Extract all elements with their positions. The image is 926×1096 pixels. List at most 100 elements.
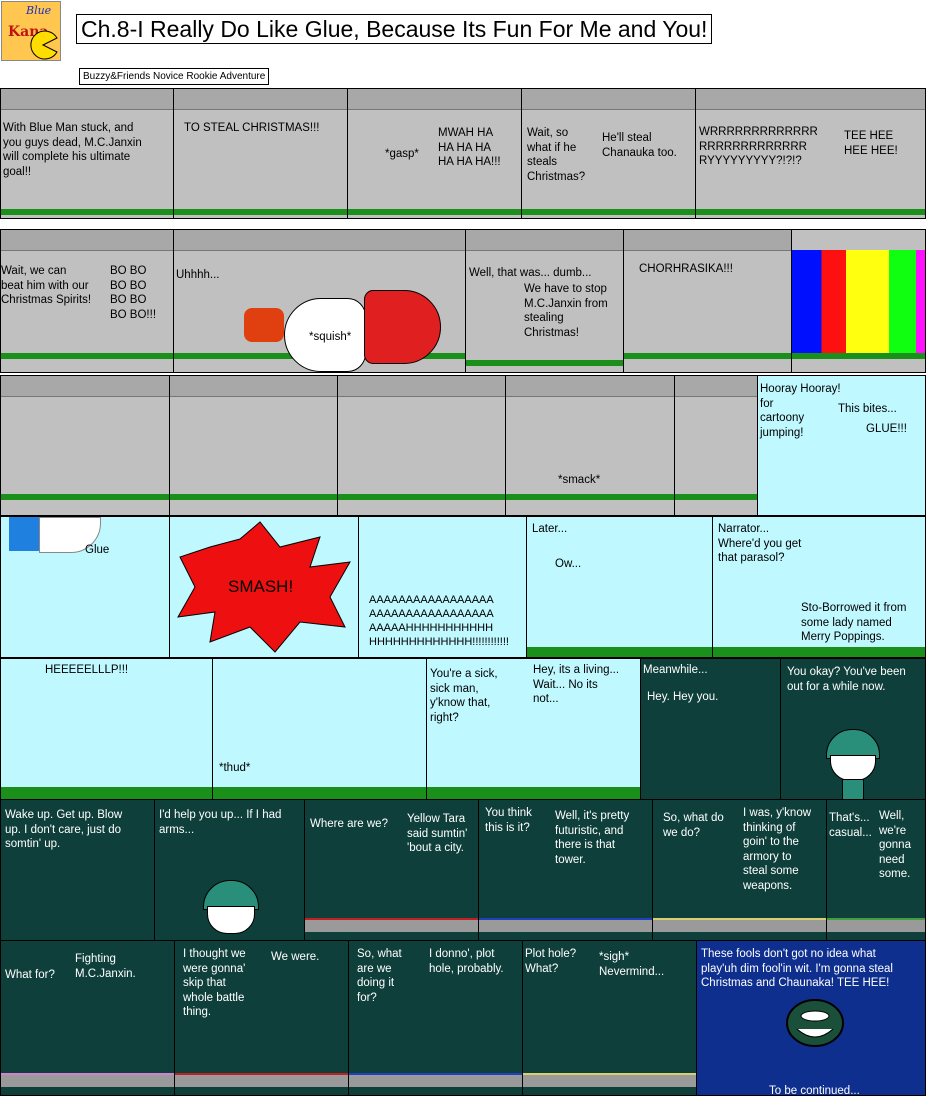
rainbow-bg: [792, 250, 925, 354]
cloud: [170, 376, 337, 397]
ground: [466, 360, 623, 366]
floor: [523, 1073, 696, 1087]
to-be-continued: To be continued...: [769, 1085, 860, 1096]
cloud: [338, 376, 505, 397]
caption: Later...: [532, 523, 568, 535]
panel-r7-1: What for? Fighting M.C.Janxin.: [0, 940, 175, 1096]
caption: Wake up. Get up. Blow up. I don't care, …: [5, 809, 123, 850]
panel-r1-5: WRRRRRRRRRRRRR RRRRRRRRRRRRR RYYYYYYYYY?…: [695, 88, 926, 219]
panel-r5-1: HEEEEELLLP!!!: [0, 658, 213, 800]
caption: BO BO BO BO BO BO BO BO!!!: [110, 265, 157, 321]
panel-r3-5: [674, 375, 758, 516]
panel-r1-2: TO STEAL CHRISTMAS!!!: [173, 88, 348, 219]
caption: AAAAAAAAAAAAAAAAA AAAAAAAAAAAAAAAAA AAAA…: [369, 594, 509, 648]
ground: [713, 647, 925, 657]
floor: [305, 918, 478, 932]
caption: CHORHRASIKA!!!: [639, 263, 733, 275]
caption: *smack*: [558, 474, 601, 486]
logo-text-blue: Blue: [26, 4, 52, 17]
caption: I thought we were gonna' skip that whole…: [183, 948, 246, 1018]
caption: Wait, so what if he steals Christmas?: [527, 127, 586, 183]
caption: *sigh* Nevermind...: [599, 951, 665, 978]
cloud: [174, 89, 347, 110]
page-subtitle: Buzzy&Friends Novice Rookie Adventure: [79, 68, 270, 85]
caption: Ow...: [555, 558, 582, 570]
caption: TEE HEE HEE HEE!: [844, 130, 898, 157]
ground: [338, 494, 505, 500]
panel-r5-4: Meanwhile... Hey. Hey you.: [640, 658, 781, 800]
smash-burst: [177, 521, 351, 653]
panel-r1-3: *gasp* MWAH HA HA HA HA HA HA HA!!!: [347, 88, 522, 219]
caption: Uhhhh...: [176, 269, 220, 281]
caption: So, what are we doing it for?: [357, 948, 402, 1004]
panel-r3-2: [169, 375, 338, 516]
cloud: [1, 376, 169, 397]
panel-r4-4: Later... Ow...: [526, 516, 713, 658]
panel-r6-5: So, what do we do? I was, y'know thinkin…: [652, 799, 827, 941]
panel-r6-1: Wake up. Get up. Blow up. I don't care, …: [0, 799, 155, 941]
pacman-icon: [30, 30, 58, 60]
panel-r2-1: Wait, we can beat him with our Christmas…: [0, 229, 174, 373]
panel-r1-1: With Blue Man stuck, and you guys dead, …: [0, 88, 174, 219]
panel-r2-3: Well, that was... dumb... We have to sto…: [465, 229, 624, 373]
floor: [1, 1073, 174, 1087]
caption: That's... casual...: [829, 812, 872, 839]
floor: [349, 1073, 522, 1087]
panel-r6-4: You think this is it? Well, it's pretty …: [478, 799, 653, 941]
ground: [348, 209, 521, 215]
panel-r4-1: Glue: [0, 516, 170, 658]
panel-r5-3: You're a sick, sick man, y'know that, ri…: [426, 658, 641, 800]
caption: GLUE!!!: [866, 423, 907, 435]
panel-r6-6: That's... casual... Well, we're gonna ne…: [826, 799, 926, 941]
ground: [1, 787, 212, 799]
panel-r7-4: Plot hole? What? *sigh* Nevermind...: [522, 940, 697, 1096]
caption: Fighting M.C.Janxin.: [75, 953, 136, 980]
floor: [175, 1073, 348, 1087]
caption: Well, we're gonna need some.: [879, 810, 911, 880]
caption: He'll steal Chanauka too.: [602, 132, 677, 159]
cloud: [1, 230, 173, 251]
ground: [1, 353, 173, 359]
cloud: [174, 230, 465, 251]
caption: *squish*: [309, 331, 352, 343]
page-title: Ch.8-I Really Do Like Glue, Because Its …: [76, 14, 713, 44]
caption: You think this is it?: [485, 807, 532, 834]
caption: Well, that was... dumb...: [469, 267, 592, 279]
ground: [506, 494, 674, 500]
caption: With Blue Man stuck, and you guys dead, …: [3, 122, 142, 178]
caption: Wait, we can beat him with our Christmas…: [1, 265, 92, 306]
panel-r3-6: Hooray Hooray! for cartoony jumping! Thi…: [757, 375, 926, 516]
ground: [624, 353, 791, 359]
caption: *thud*: [219, 762, 251, 774]
panel-r7-2: I thought we were gonna' skip that whole…: [174, 940, 349, 1096]
panel-r3-1: [0, 375, 170, 516]
panel-r4-2: SMASH!: [169, 516, 359, 658]
santa: [244, 290, 444, 372]
panel-r5-5: You okay? You've been out for a while no…: [780, 658, 926, 800]
floor: [653, 918, 826, 932]
cloud: [522, 89, 695, 110]
cloud: [675, 376, 757, 397]
caption: We have to stop M.C.Janxin from stealing…: [524, 283, 608, 339]
ground: [675, 494, 757, 500]
caption: These fools don't got no idea what play'…: [701, 948, 893, 989]
panel-r6-2: I'd help you up... If I had arms...: [154, 799, 305, 941]
panel-r2-2: Uhhhh... *squish*: [173, 229, 466, 373]
cloud: [1, 89, 173, 110]
caption: Where are we?: [310, 818, 388, 830]
panel-r4-3: AAAAAAAAAAAAAAAAA AAAAAAAAAAAAAAAAA AAAA…: [358, 516, 527, 658]
panel-r6-3: Where are we? Yellow Tara said sumtin' '…: [304, 799, 479, 941]
ground: [527, 647, 712, 657]
ground: [792, 353, 925, 359]
glue-bottle: [9, 517, 39, 551]
caption: *gasp*: [385, 148, 419, 160]
logo: Blue Kana: [1, 1, 61, 61]
caption: We were.: [271, 951, 320, 963]
caption: You're a sick, sick man, y'know that, ri…: [430, 668, 498, 724]
caption: Hey. Hey you.: [647, 691, 719, 703]
caption: I donno', plot hole, probably.: [429, 948, 504, 975]
cloud: [696, 89, 925, 110]
ground: [696, 209, 925, 215]
caption: Plot hole? What?: [525, 948, 577, 975]
smash-text: SMASH!: [228, 577, 294, 596]
